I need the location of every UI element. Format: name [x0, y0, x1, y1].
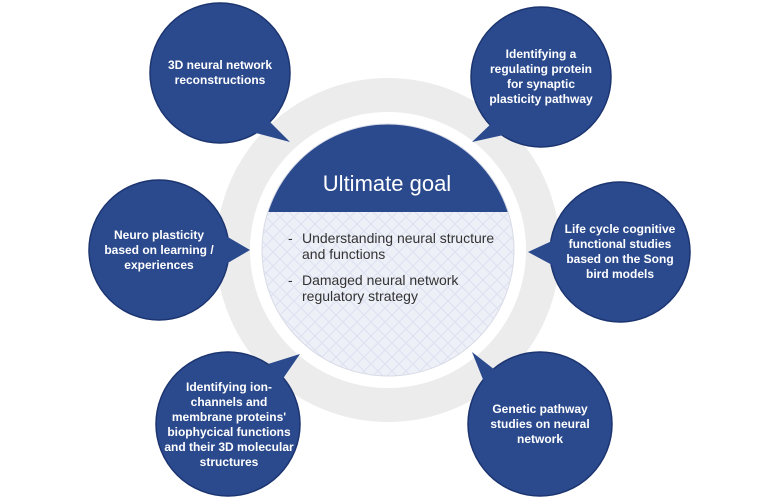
center-goal-list: - Understanding neural structure and fun… — [288, 230, 518, 314]
goal-bullet: - — [288, 230, 293, 246]
satellite-middle-left-label: Neuro plasticity based on learning / exp… — [104, 227, 214, 272]
satellite-middle-right-label: Life cycle cognitive functional studies … — [564, 222, 676, 281]
center-title: Ultimate goal — [322, 171, 452, 196]
satellite-top-left-label: 3D neural network reconstructions — [167, 58, 273, 87]
satellite-bottom-left-shape — [155, 351, 301, 497]
satellite-middle-left-shape — [88, 179, 250, 321]
satellite-bottom-right-shape — [467, 351, 613, 497]
satellite-top-right-shape — [470, 6, 612, 148]
satellite-bottom-left-label: Identifying ion-channels and membrane pr… — [164, 380, 294, 469]
goal-item-text: Damaged neural network regulatory strate… — [302, 272, 459, 304]
satellite-middle-right-shape — [528, 181, 691, 323]
satellite-bottom-right-label: Genetic pathway studies on neural networ… — [490, 401, 590, 446]
center-goal-item: - Understanding neural structure and fun… — [288, 230, 518, 262]
satellite-top-right-label: Identifying a regulating protein for syn… — [489, 47, 593, 106]
satellite-top-left-shape — [149, 2, 291, 144]
goal-item-text: Understanding neural structure and funct… — [302, 230, 495, 262]
center-goal-item: - Damaged neural network regulatory stra… — [288, 272, 518, 304]
goal-bullet: - — [288, 272, 293, 288]
